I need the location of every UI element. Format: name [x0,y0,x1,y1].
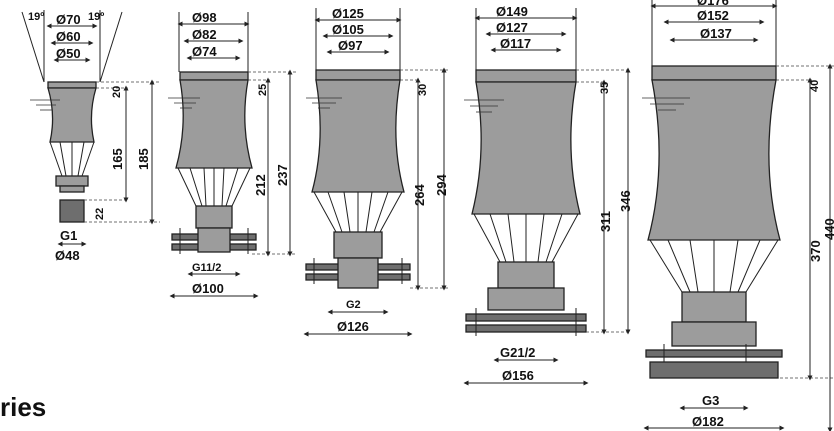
top-diameter-outer: Ø149 [496,4,528,19]
height-total: 185 [136,148,151,170]
top-diameter-inner: Ø117 [500,36,531,51]
height-thread: 22 [94,208,106,220]
height-body: 165 [110,148,125,170]
base-diameter: Ø126 [337,319,369,334]
spray-angle-line-right [99,11,123,83]
series-caption: ries [0,392,47,422]
spray-angle-left: 19º [28,11,44,23]
base-diameter: Ø182 [692,414,724,429]
top-diameter-outer: Ø125 [332,6,364,21]
nozzle-body [471,81,581,215]
nozzle-g1-1-2: Ø98 Ø82 Ø74 25 212 237 G11/2 Ø100 [168,10,296,299]
nozzle-g3: Ø176 Ø152 Ø137 40 370 440 G3 Ø182 [642,0,834,431]
top-diameter-middle: Ø152 [697,8,729,23]
height-top-gap: 20 [111,86,123,98]
top-diameter-middle: Ø127 [496,20,528,35]
base-diameter: Ø100 [192,281,224,296]
nozzle-g2-1-2: Ø149 Ø127 Ø117 35 311 346 G21/2 Ø156 [463,4,633,386]
nozzle-g2: Ø125 Ø105 Ø97 30 264 294 G2 Ø126 [303,6,449,337]
height-body: 212 [253,174,268,196]
thread-size: G21/2 [500,345,535,360]
height-top-gap: 40 [809,80,821,92]
top-diameter-inner: Ø50 [56,46,81,61]
height-total: 294 [434,174,449,196]
height-total: 237 [275,164,290,186]
nozzle-body [175,79,253,169]
height-total: 440 [822,218,834,240]
height-body: 370 [808,240,823,262]
top-diameter-middle: Ø105 [332,22,364,37]
nozzle-body [47,87,97,143]
spray-angle-line-left [21,11,45,83]
base-diameter: Ø156 [502,368,534,383]
height-total: 346 [618,190,633,212]
spray-angle-right: 19º [88,11,104,23]
height-body: 311 [598,211,613,232]
top-diameter-middle: Ø82 [192,27,217,42]
thread-size: G3 [702,393,719,408]
nozzle-body [311,79,405,193]
top-diameter-outer: Ø70 [56,12,81,27]
nozzle-body [647,79,781,241]
thread-size: G2 [346,299,361,311]
height-top-gap: 25 [257,84,269,96]
height-body: 264 [412,184,427,206]
height-top-gap: 35 [599,82,611,94]
nozzle-g1: 19º 19º Ø70 Ø60 Ø50 20 165 185 22 G1 Ø48 [21,10,160,263]
top-diameter-inner: Ø74 [192,44,217,59]
top-diameter-middle: Ø60 [56,29,81,44]
thread-size: G11/2 [192,262,221,274]
top-diameter-outer: Ø176 [697,0,729,8]
top-diameter-outer: Ø98 [192,10,217,25]
thread-connector [59,199,85,223]
height-top-gap: 30 [417,84,429,96]
top-diameter-inner: Ø97 [338,38,363,53]
thread-size: G1 [60,228,77,243]
top-diameter-inner: Ø137 [700,26,732,41]
base-diameter: Ø48 [55,248,80,263]
